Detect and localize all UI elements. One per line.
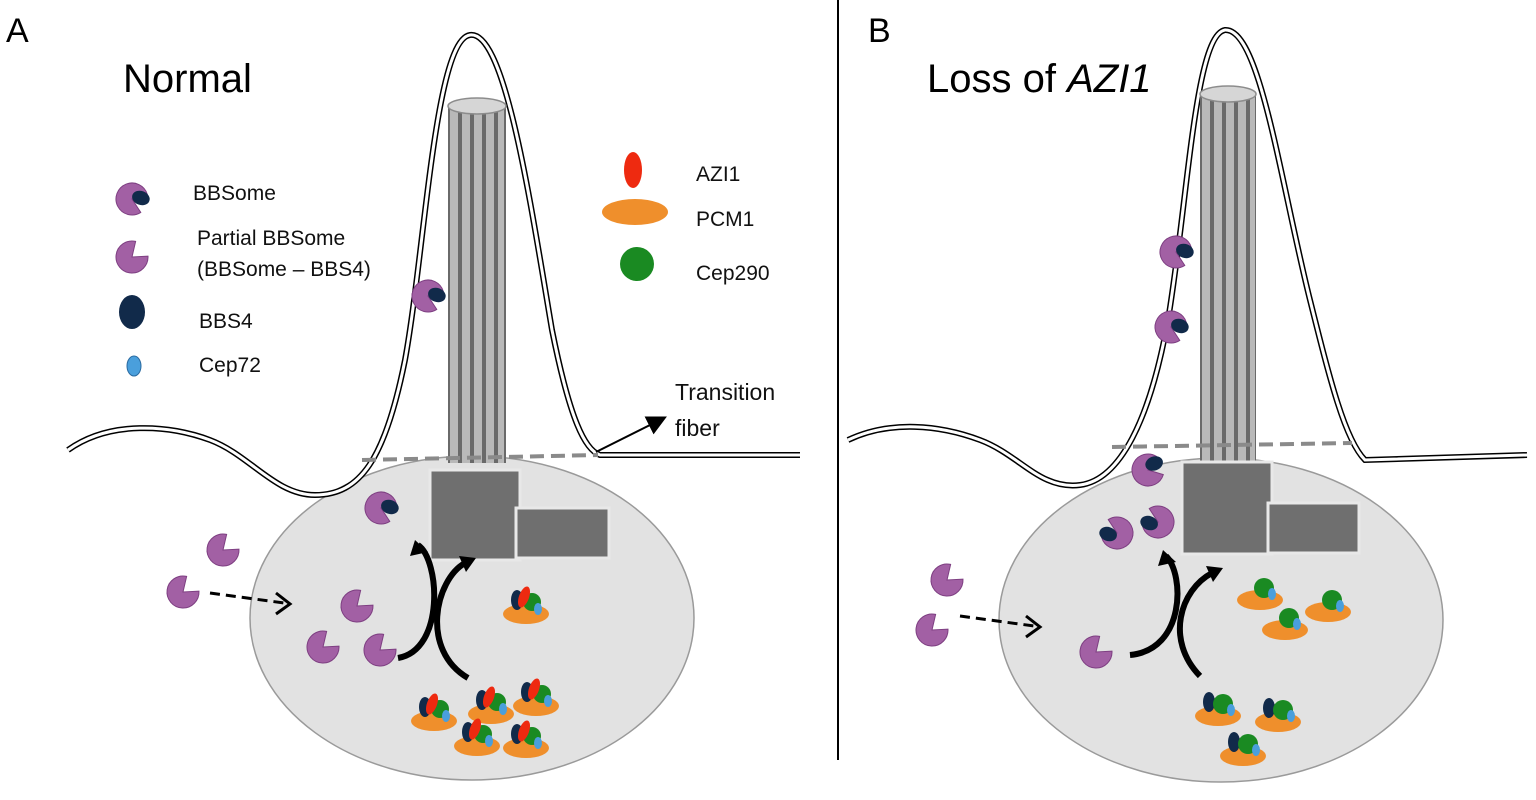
legend-cep290-label: Cep290 bbox=[696, 262, 770, 285]
partial-bbsome-icon bbox=[108, 236, 153, 281]
legend-bbs4-label: BBS4 bbox=[199, 310, 253, 333]
curved-arrow-b-1 bbox=[1129, 553, 1181, 658]
panel-b-title-plain: Loss of bbox=[927, 57, 1067, 101]
entry-arrow-b bbox=[959, 614, 1035, 628]
axoneme-a bbox=[447, 97, 507, 463]
panel-a: A Normal Transition fiber bbox=[6, 12, 800, 781]
legend-azi1-label: AZI1 bbox=[696, 163, 740, 186]
transition-fiber-arrow bbox=[595, 416, 667, 453]
entry-arrow-a bbox=[209, 591, 285, 605]
cep72-icon bbox=[126, 355, 142, 377]
transition-fiber-label-line1: Transition bbox=[675, 379, 775, 405]
legend-partial-line2: (BBSome – BBS4) bbox=[197, 258, 371, 281]
cep290-icon bbox=[620, 247, 654, 281]
basal-body-b bbox=[1180, 460, 1361, 556]
bbs4-icon bbox=[119, 295, 145, 329]
legend-cep72-label: Cep72 bbox=[199, 354, 261, 377]
curved-arrow-b-2 bbox=[1176, 570, 1214, 679]
bbsome-icon bbox=[110, 177, 154, 221]
transition-fiber-b bbox=[1111, 441, 1353, 449]
panel-b-title-italic: AZI1 bbox=[1065, 57, 1151, 101]
panel-b: B Loss of AZI1 bbox=[846, 12, 1528, 783]
azi1-icon bbox=[624, 152, 642, 188]
panel-a-title: Normal bbox=[123, 57, 252, 101]
legend-right: AZI1 PCM1 Cep290 bbox=[602, 152, 770, 285]
ciliary-bbsome-b-2 bbox=[1149, 305, 1193, 349]
partial-bbsome-out-b-1 bbox=[923, 559, 968, 604]
partial-bbsome-out-1 bbox=[199, 529, 244, 574]
transition-fiber-label-line2: fiber bbox=[675, 415, 720, 441]
panel-b-letter: B bbox=[868, 12, 891, 50]
curved-arrow-a-1 bbox=[397, 542, 438, 661]
legend-partial-line1: Partial BBSome bbox=[197, 227, 345, 250]
pcm1-icon bbox=[602, 199, 668, 225]
panel-b-title: Loss of AZI1 bbox=[927, 57, 1152, 101]
legend-bbsome-label: BBSome bbox=[193, 182, 276, 205]
curved-arrow-a-2 bbox=[434, 560, 470, 681]
ciliary-bbsome-b-1 bbox=[1154, 230, 1198, 274]
transition-fiber-a bbox=[361, 453, 599, 462]
basal-body-a bbox=[428, 468, 611, 562]
legend-left: BBSome Partial BBSome (BBSome – BBS4) BB… bbox=[108, 177, 371, 377]
axoneme-b bbox=[1199, 85, 1257, 462]
legend-pcm1-label: PCM1 bbox=[696, 208, 754, 231]
partial-bbsome-out-2 bbox=[159, 571, 204, 616]
partial-bbsome-out-b-2 bbox=[908, 609, 953, 654]
panel-a-letter: A bbox=[6, 12, 29, 50]
